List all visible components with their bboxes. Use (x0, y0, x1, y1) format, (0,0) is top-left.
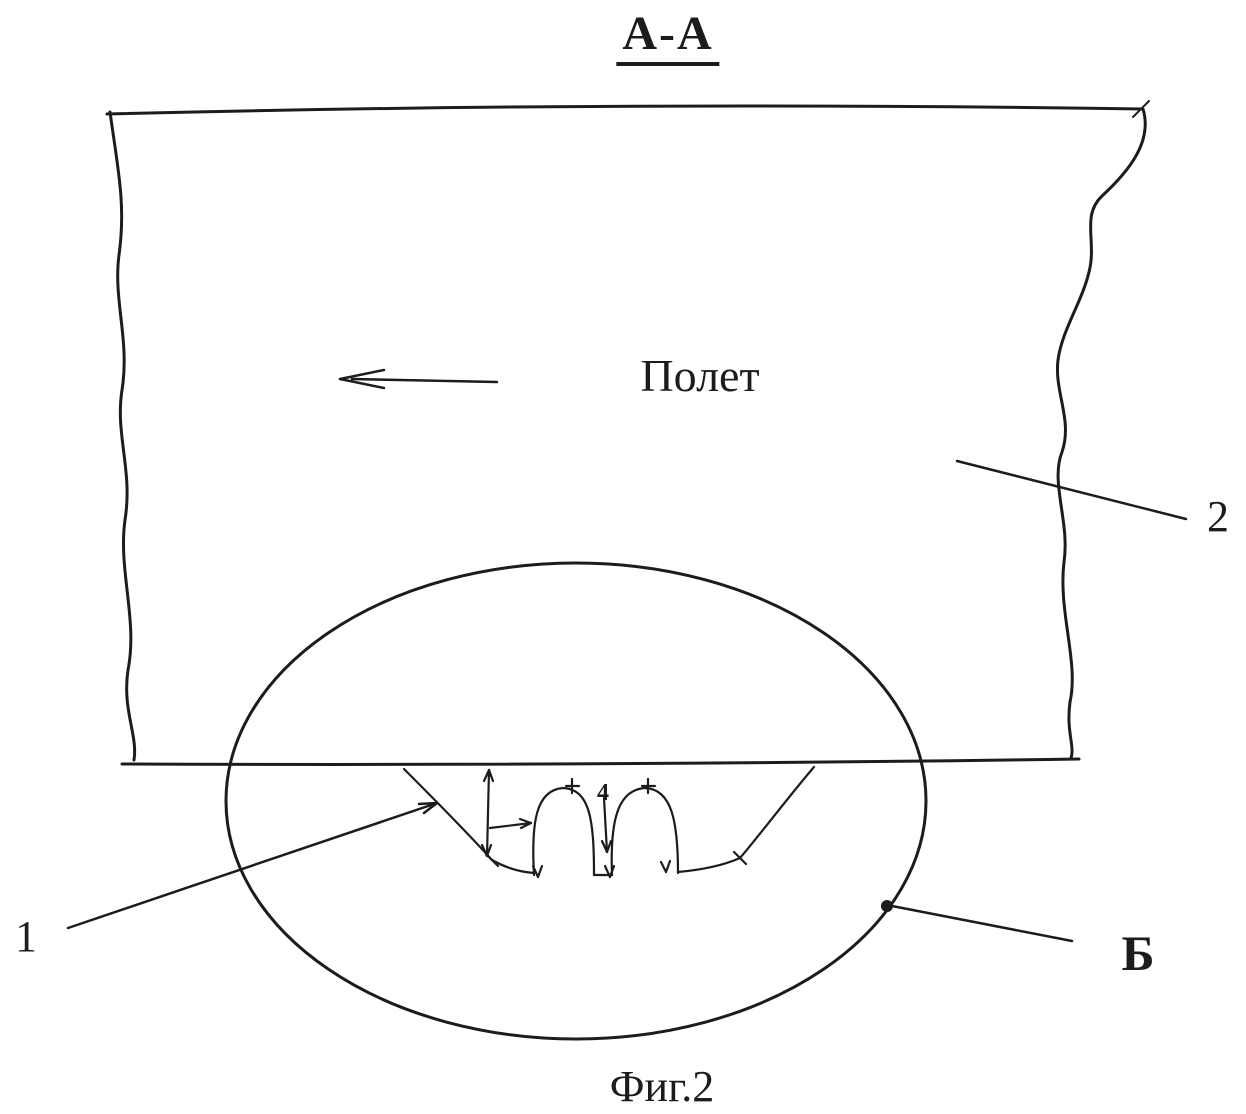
flight-direction-arrow (338, 368, 499, 390)
reference-number-1: 1 (15, 912, 37, 961)
leader-line-b (881, 900, 1074, 943)
leader-line-1 (66, 801, 439, 930)
surface-outline (105, 100, 1150, 766)
figure-caption: Фиг.2 (609, 1062, 715, 1111)
detail-reference-label: Б (1121, 925, 1155, 981)
leader-line-2 (955, 459, 1188, 521)
section-view-title: А-А (616, 10, 720, 66)
flight-direction-label: Полет (640, 350, 760, 401)
reference-number-2: 2 (1207, 492, 1229, 541)
detail-ellipse (224, 561, 928, 1041)
detail-dimension-label: 4 (597, 780, 609, 806)
riblet-detail (402, 765, 816, 879)
